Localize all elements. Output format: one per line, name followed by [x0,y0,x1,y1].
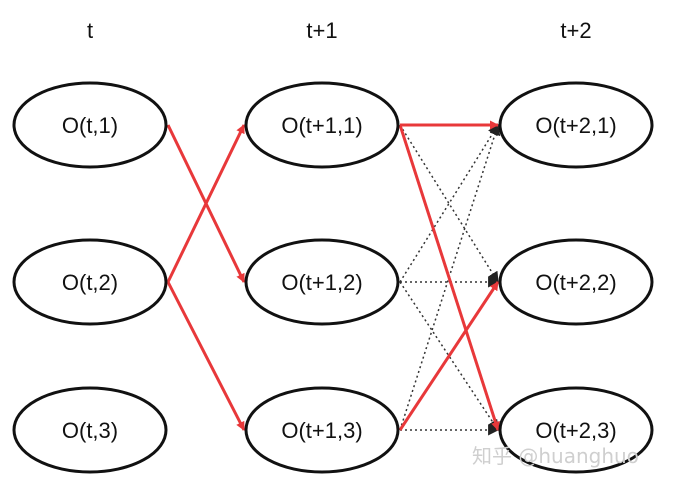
state-label: O(t+1,2) [281,270,362,295]
state-node-n_t1_1: O(t+1,1) [244,81,400,169]
state-node-n_t_2: O(t,2) [12,238,168,326]
path-edge-n_t_2-to-n_t1_1 [166,124,246,283]
state-ellipse [12,386,168,474]
transition-edge-n_t1_2-to-n_t2_1 [399,124,499,283]
state-label: O(t,3) [62,418,118,443]
state-node-n_t_3: O(t,3) [12,386,168,474]
state-label: O(t,1) [62,113,118,138]
edges-layer [166,120,501,436]
state-node-n_t2_1: O(t+2,1) [498,81,654,169]
state-node-n_t2_2: O(t+2,2) [498,238,654,326]
state-ellipse [498,386,654,474]
nodes-layer: O(t,1) O(t,2) O(t,3) O(t+1,1) O(t+1,2) O(t+1,… [12,81,654,474]
state-node-n_t1_3: O(t+1,3) [244,386,400,474]
path-edge-n_t_2-to-n_t1_3 [166,281,246,431]
column-label-t1: t+1 [306,18,337,43]
column-labels-layer: t t+1 t+2 [87,18,592,43]
state-node-n_t1_2: O(t+1,2) [244,238,400,326]
path-edge-n_t1_3-to-n_t2_2 [398,281,500,431]
state-ellipse [12,238,168,326]
state-label: O(t+2,1) [535,113,616,138]
state-ellipse [498,81,654,169]
state-ellipse [498,238,654,326]
state-label: O(t+1,1) [281,113,362,138]
path-edge-n_t1_1-to-n_t2_3 [398,124,500,431]
transition-edge-n_t1_1-to-n_t2_2 [399,124,499,283]
state-label: O(t+2,3) [535,418,616,443]
state-node-n_t2_3: O(t+2,3) [498,386,654,474]
state-ellipse [244,81,400,169]
state-label: O(t,2) [62,270,118,295]
column-label-t2: t+2 [560,18,591,43]
state-label: O(t+2,2) [535,270,616,295]
state-node-n_t_1: O(t,1) [12,81,168,169]
column-label-t0: t [87,18,93,43]
state-ellipse [12,81,168,169]
state-ellipse [244,238,400,326]
state-ellipse [244,386,400,474]
state-label: O(t+1,3) [281,418,362,443]
watermark: 知乎 @huanghuo [472,444,639,468]
